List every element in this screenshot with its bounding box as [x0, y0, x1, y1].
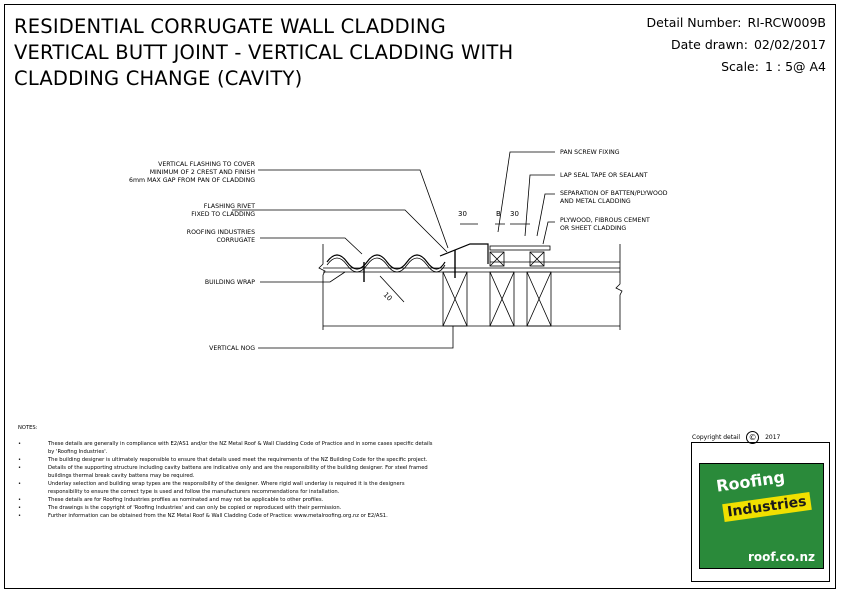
note-text: The building designer is ultimately resp… — [48, 457, 428, 463]
note-item: • The drawings is the copyright of 'Roofi… — [18, 504, 438, 512]
label-pan-screw: PAN SCREW FIXING — [560, 149, 620, 156]
note-bullet: • — [18, 441, 22, 447]
label-sep-2: AND METAL CLADDING — [560, 198, 631, 205]
leader-lap-tape — [524, 174, 555, 237]
label-ri-2: CORRUGATE — [216, 237, 255, 244]
logo-industries: Industries — [722, 491, 812, 523]
note-bullet: • — [18, 465, 22, 471]
break-line-left — [318, 244, 326, 330]
dimension-30-right: 30 — [510, 210, 519, 218]
note-text: Details of the supporting structure incl… — [48, 465, 428, 479]
plywood-cladding — [489, 245, 551, 251]
corrugate-underside — [326, 257, 446, 273]
note-bullet: • — [18, 457, 22, 463]
drawing-border — [4, 4, 836, 589]
label-flashing-1: VERTICAL FLASHING TO COVER — [158, 161, 256, 168]
leader-separation — [536, 193, 555, 237]
title-line-3: CLADDING CHANGE (CAVITY) — [14, 67, 303, 90]
notes-heading: NOTES: — [18, 425, 38, 431]
stud-2 — [489, 271, 515, 327]
label-ri-1: ROOFING INDUSTRIES — [187, 229, 255, 236]
note-item: • Further information can be obtained fro… — [18, 512, 438, 520]
leader-pan-screw — [497, 151, 555, 233]
stud-1-cross — [442, 271, 468, 327]
corrugate-cladding — [326, 254, 446, 270]
label-flashing-3: 6mm MAX GAP FROM PAN OF CLADDING — [129, 177, 255, 184]
leader-nog — [258, 326, 454, 349]
note-text: Further information can be obtained from… — [48, 513, 388, 519]
note-text: Underlay selection and building wrap typ… — [48, 481, 405, 495]
note-item: • Details of the supporting structure inc… — [18, 464, 438, 480]
copyright-line: Copyright detail © 2017 — [692, 431, 780, 444]
dimension-b: B — [496, 210, 501, 218]
batten-1 — [489, 251, 505, 267]
batten-cross — [489, 251, 545, 267]
note-bullet: • — [18, 513, 22, 519]
note-text: The drawings is the copyright of 'Roofin… — [48, 505, 342, 511]
note-item: • Underlay selection and building wrap ty… — [18, 480, 438, 496]
leader-ri — [260, 237, 363, 255]
note-text: These details are for Roofing Industries… — [48, 497, 324, 503]
label-nog: VERTICAL NOG — [209, 345, 255, 352]
copyright-icon: © — [746, 431, 760, 444]
dimension-10-label: 10 — [382, 291, 394, 303]
note-bullet: • — [18, 497, 22, 503]
leader-plywood — [542, 221, 555, 245]
date-drawn-value: 02/02/2017 — [753, 37, 826, 52]
note-bullet: • — [18, 481, 22, 487]
label-wrap: BUILDING WRAP — [205, 279, 255, 286]
label-sep-1: SEPARATION OF BATTEN/PLYWOOD — [560, 190, 668, 197]
label-lap-tape: LAP SEAL TAPE OR SEALANT — [560, 172, 648, 179]
copyright-label: Copyright detail — [692, 434, 741, 441]
note-text: These details are generally in complianc… — [48, 441, 433, 455]
scale-label: Scale: — [721, 59, 759, 74]
detail-number-label: Detail Number: — [646, 15, 742, 30]
title-line-1: RESIDENTIAL CORRUGATE WALL CLADDING — [14, 15, 446, 38]
label-rivet-2: FIXED TO CLADDING — [191, 211, 255, 218]
title-block: Detail Number: RI-RCW009B Date drawn: 02/0… — [647, 12, 826, 78]
leader-rivet — [232, 209, 448, 253]
notes-block: NOTES: • These details are generally in c… — [18, 424, 438, 520]
dimension-10 — [379, 275, 405, 303]
roofing-industries-logo: Roofing Industries roof.co.nz — [699, 463, 824, 569]
copyright-year: 2017 — [765, 434, 781, 441]
detail-number-value: RI-RCW009B — [747, 15, 826, 30]
note-item: • The building designer is ultimately res… — [18, 456, 438, 464]
drawing-title: RESIDENTIAL CORRUGATE WALL CLADDING VERT… — [14, 14, 513, 92]
label-flashing-2: MINIMUM OF 2 CREST AND FINISH — [150, 169, 256, 176]
note-item: • These details are generally in complian… — [18, 440, 438, 456]
break-line-right — [615, 244, 623, 330]
leader-flashing — [258, 169, 449, 249]
logo-box: Roofing Industries roof.co.nz — [691, 442, 830, 582]
label-ply-2: OR SHEET CLADDING — [560, 225, 626, 232]
note-bullet: • — [18, 505, 22, 511]
title-line-2: VERTICAL BUTT JOINT - VERTICAL CLADDING … — [14, 41, 514, 64]
batten-2 — [529, 251, 545, 267]
stud-2-cross — [489, 271, 515, 327]
leader-wrap — [260, 271, 346, 283]
stud-3 — [526, 271, 552, 327]
logo-url: roof.co.nz — [748, 550, 815, 564]
logo-roofing: Roofing — [715, 467, 787, 496]
vertical-flashing — [439, 243, 489, 264]
stud-3-cross — [526, 271, 552, 327]
date-drawn-label: Date drawn: — [671, 37, 748, 52]
scale-value: 1 : 5@ A4 — [764, 59, 826, 74]
note-item: • These details are for Roofing Industrie… — [18, 496, 438, 504]
label-rivet-1: FLASHING RIVET — [204, 203, 255, 210]
label-ply-1: PLYWOOD, FIBROUS CEMENT — [560, 217, 650, 224]
dimension-30-left: 30 — [458, 210, 467, 218]
